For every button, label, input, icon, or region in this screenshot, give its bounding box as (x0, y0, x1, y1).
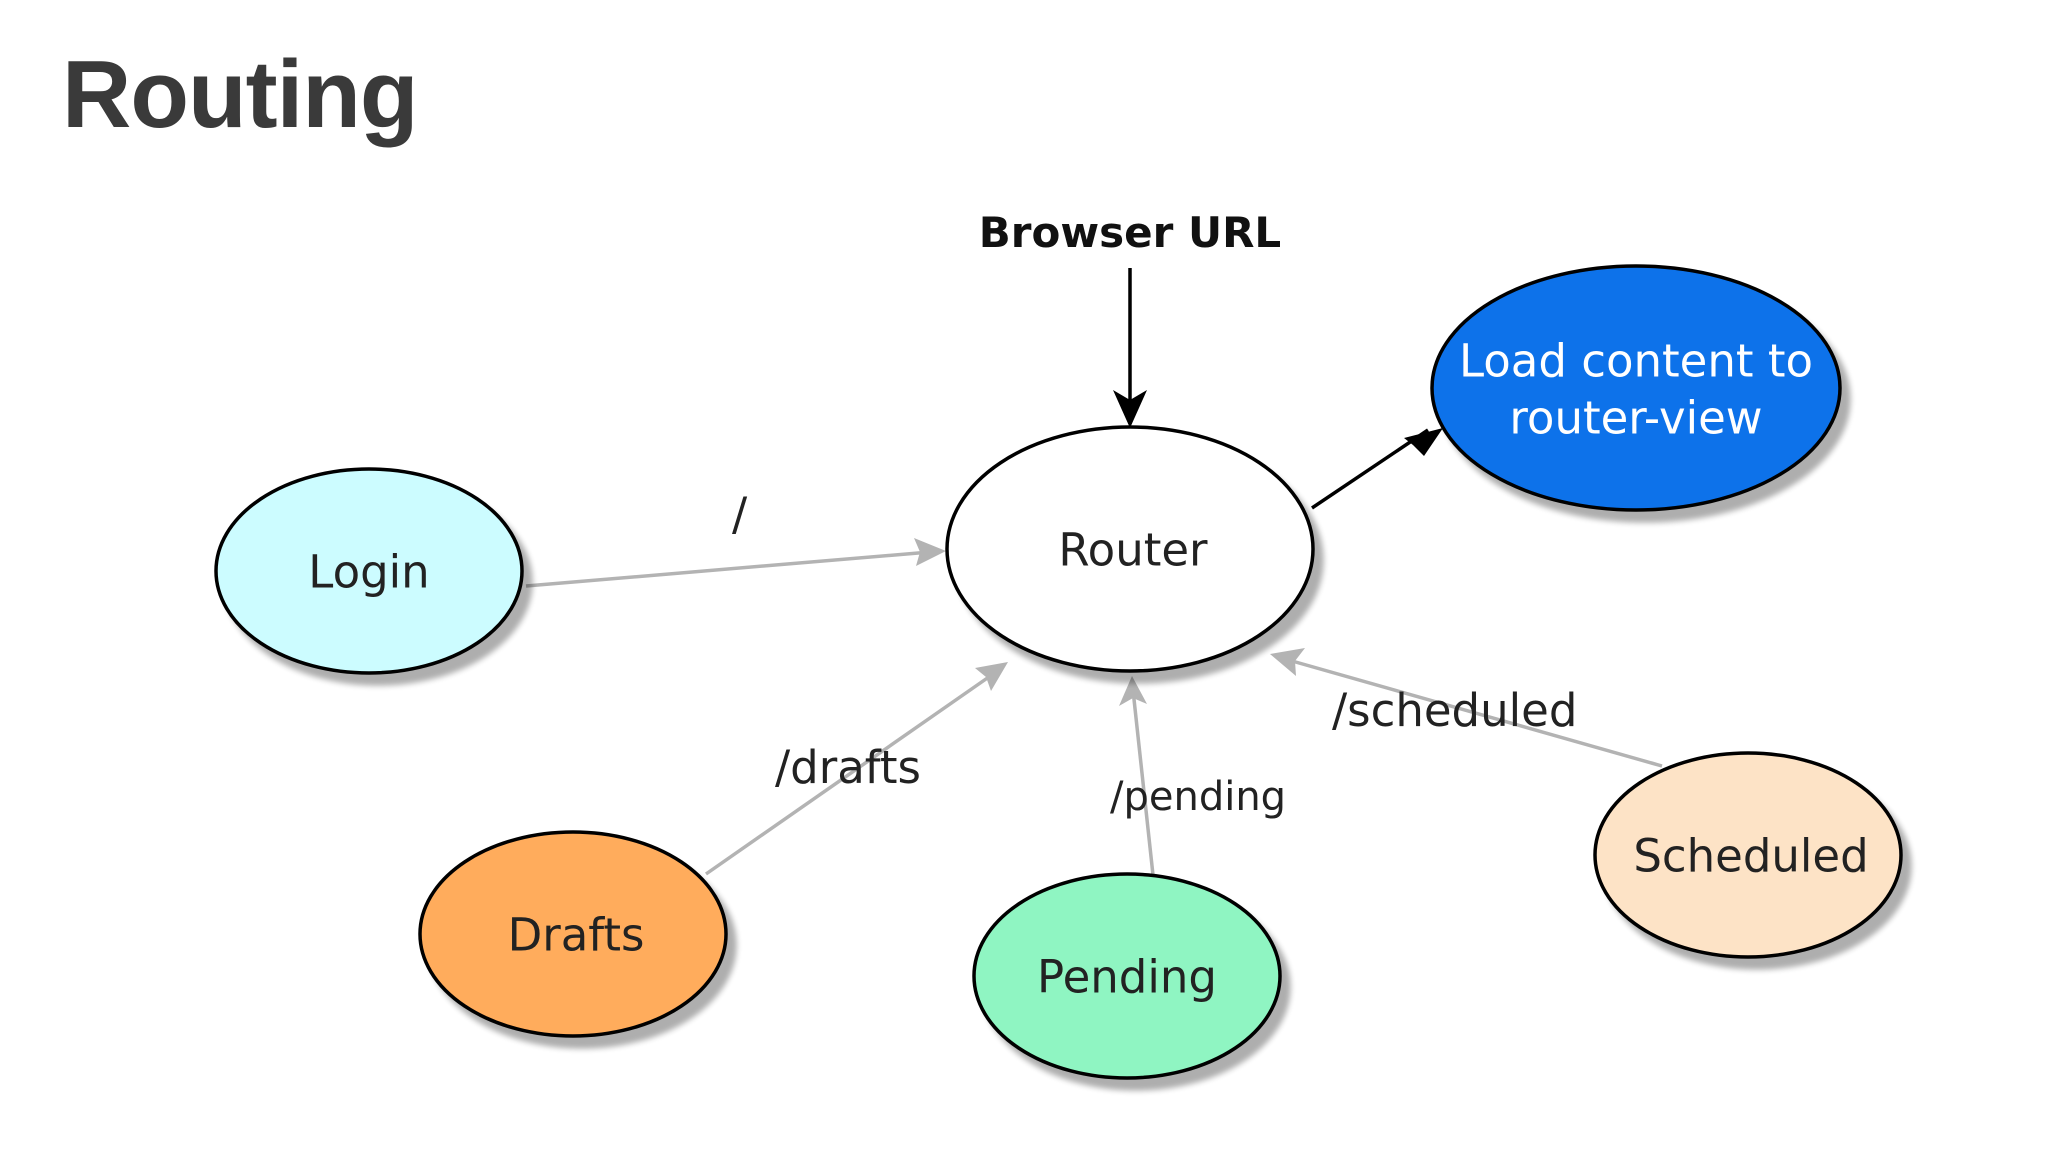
router-node: Router (945, 425, 1315, 673)
scheduled-edge (1270, 648, 1663, 768)
pending-label: Pending (1037, 951, 1217, 1004)
drafts-ellipse (418, 830, 728, 1038)
drafts-node: Drafts (418, 830, 728, 1038)
router-label: Router (1058, 524, 1208, 577)
edge-label-scheduled: /scheduled (1332, 684, 1577, 737)
login-node: Login (214, 467, 524, 675)
router-to-output-arrow (1311, 428, 1429, 510)
login-label: Login (308, 546, 429, 599)
edge-label-login: / (732, 488, 748, 541)
router-to-output-arrowhead (1404, 428, 1443, 456)
scheduled-node: Scheduled (1593, 751, 1903, 959)
edge-label-drafts: /drafts (775, 741, 921, 794)
scheduled-ellipse (1593, 751, 1903, 959)
login-ellipse (214, 467, 524, 675)
page-title: Routing (62, 41, 419, 148)
browser-url-arrowhead (1113, 390, 1147, 428)
scheduled-label: Scheduled (1633, 830, 1868, 883)
router-view-label-line1: Load content to (1459, 335, 1813, 388)
pending-ellipse (972, 872, 1282, 1080)
edge-label-pending: /pending (1110, 774, 1286, 820)
drafts-label: Drafts (508, 909, 645, 962)
router-view-label-line2: router-view (1509, 392, 1762, 445)
pending-node: Pending (972, 872, 1282, 1080)
login-edge (525, 538, 946, 588)
router-view-ellipse (1430, 264, 1842, 512)
router-ellipse (945, 425, 1315, 673)
browser-url-label: Browser URL (979, 208, 1281, 257)
router-view-node: Load content to router-view (1430, 264, 1842, 512)
pending-edge (1119, 676, 1155, 876)
drafts-edge (704, 662, 1008, 876)
